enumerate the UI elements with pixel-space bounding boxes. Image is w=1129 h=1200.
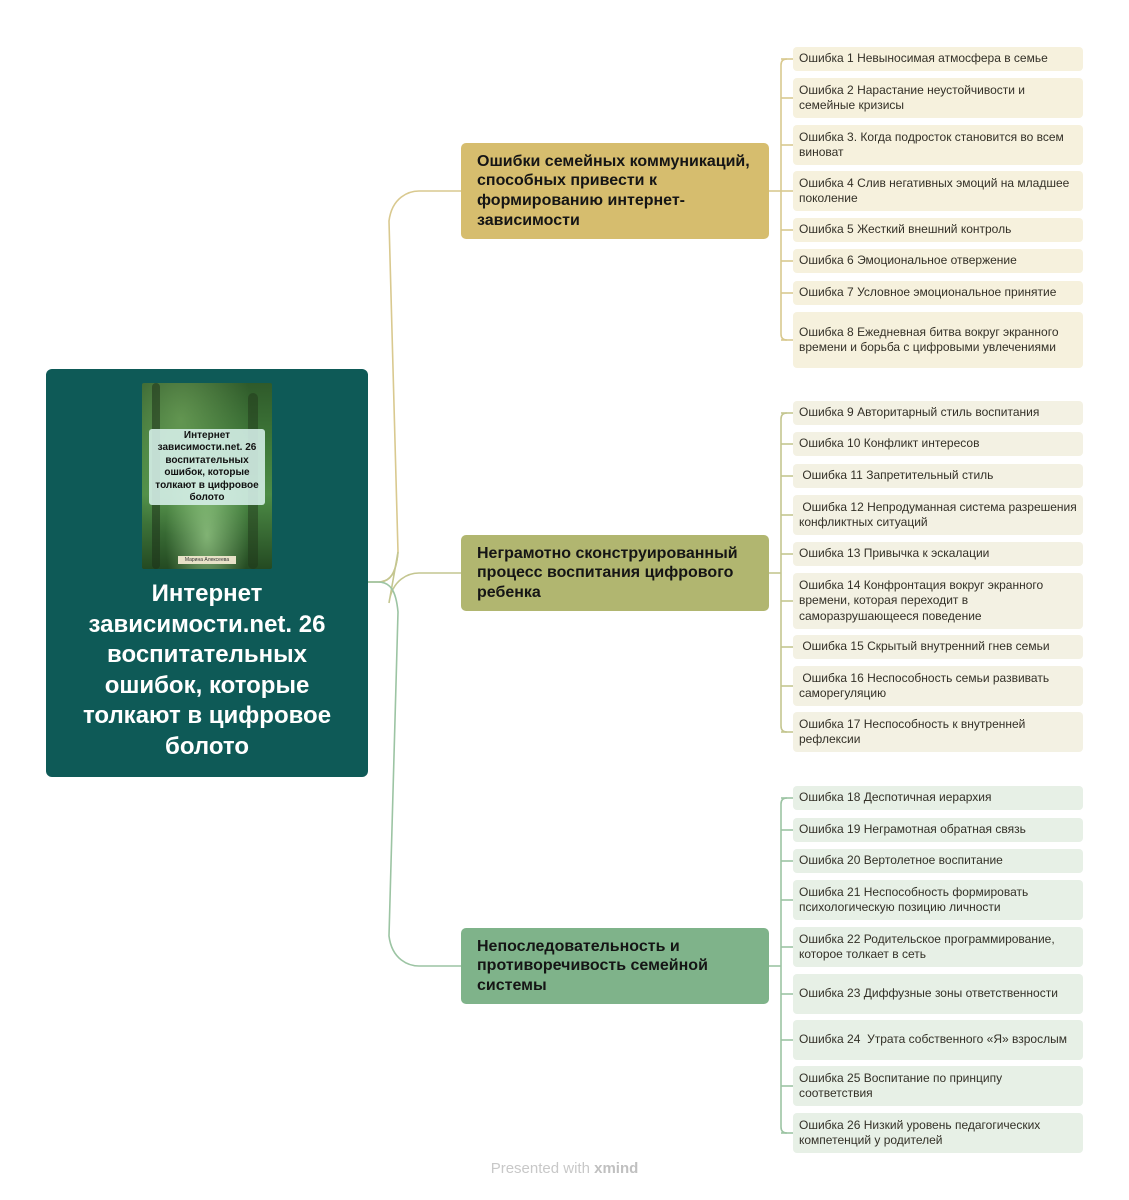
subtopic-error-26[interactable]: Ошибка 26 Низкий уровень педагогических … <box>793 1113 1083 1153</box>
root-title: Интернет зависимости.net. 26 воспитатель… <box>82 580 332 760</box>
subtopic-error-2[interactable]: Ошибка 2 Нарастание неустойчивости и сем… <box>793 78 1083 118</box>
connector-branch-spine-1 <box>780 58 788 341</box>
book-cover-image: Интернет зависимости.net. 26 воспитатель… <box>142 383 272 569</box>
footer-brand: xmind <box>594 1160 639 1177</box>
connector-root-branch-2 <box>368 551 461 604</box>
connector-root-branch-3 <box>368 581 461 967</box>
connector-branch-spine-3 <box>780 797 788 1134</box>
subtopic-error-17[interactable]: Ошибка 17 Неспособность к внутренней реф… <box>793 712 1083 752</box>
subtopic-error-6[interactable]: Ошибка 6 Эмоциональное отвержение <box>793 249 1083 273</box>
branch-topic-communication-errors[interactable]: Ошибки семейных коммуникаций, способных … <box>461 143 769 239</box>
subtopic-error-7[interactable]: Ошибка 7 Условное эмоциональное принятие <box>793 281 1083 305</box>
subtopic-error-21[interactable]: Ошибка 21 Неспособность формировать псих… <box>793 880 1083 920</box>
subtopic-error-16[interactable]: Ошибка 16 Неспособность семьи развивать … <box>793 666 1083 706</box>
subtopic-error-24[interactable]: Ошибка 24 Утрата собственного «Я» взросл… <box>793 1020 1083 1060</box>
subtopic-error-23[interactable]: Ошибка 23 Диффузные зоны ответственности <box>793 974 1083 1014</box>
subtopic-error-11[interactable]: Ошибка 11 Запретительный стиль <box>793 464 1083 488</box>
branch-topic-family-system[interactable]: Непоследовательность и противоречивость … <box>461 928 769 1004</box>
subtopic-error-4[interactable]: Ошибка 4 Слив негативных эмоций на младш… <box>793 171 1083 211</box>
book-cover-author: Марина Алексеева <box>178 556 236 564</box>
subtopic-error-25[interactable]: Ошибка 25 Воспитание по принципу соответ… <box>793 1066 1083 1106</box>
footer-prefix: Presented with <box>490 1160 590 1177</box>
root-topic[interactable]: Интернет зависимости.net. 26 воспитатель… <box>46 369 368 777</box>
subtopic-error-5[interactable]: Ошибка 5 Жесткий внешний контроль <box>793 218 1083 242</box>
branch-topic-upbringing-process[interactable]: Неграмотно сконструированный процесс вос… <box>461 535 769 611</box>
footer-watermark: Presented with xmind <box>0 1160 1129 1177</box>
subtopic-error-19[interactable]: Ошибка 19 Неграмотная обратная связь <box>793 818 1083 842</box>
subtopic-error-8[interactable]: Ошибка 8 Ежедневная битва вокруг экранно… <box>793 312 1083 368</box>
subtopic-error-12[interactable]: Ошибка 12 Непродуманная система разрешен… <box>793 495 1083 535</box>
connector-root-branch-1 <box>368 190 461 583</box>
subtopic-error-10[interactable]: Ошибка 10 Конфликт интересов <box>793 432 1083 456</box>
subtopic-error-14[interactable]: Ошибка 14 Конфронтация вокруг экранного … <box>793 573 1083 629</box>
subtopic-error-18[interactable]: Ошибка 18 Деспотичная иерархия <box>793 786 1083 810</box>
connector-branch-spine-2 <box>780 412 788 733</box>
subtopic-error-15[interactable]: Ошибка 15 Скрытый внутренний гнев семьи <box>793 635 1083 659</box>
subtopic-error-9[interactable]: Ошибка 9 Авторитарный стиль воспитания <box>793 401 1083 425</box>
book-cover-title: Интернет зависимости.net. 26 воспитатель… <box>149 429 265 505</box>
subtopic-error-22[interactable]: Ошибка 22 Родительское программирование,… <box>793 927 1083 967</box>
subtopic-error-20[interactable]: Ошибка 20 Вертолетное воспитание <box>793 849 1083 873</box>
subtopic-error-3[interactable]: Ошибка 3. Когда подросток становится во … <box>793 125 1083 165</box>
subtopic-error-1[interactable]: Ошибка 1 Невыносимая атмосфера в семье <box>793 47 1083 71</box>
subtopic-error-13[interactable]: Ошибка 13 Привычка к эскалации <box>793 542 1083 566</box>
